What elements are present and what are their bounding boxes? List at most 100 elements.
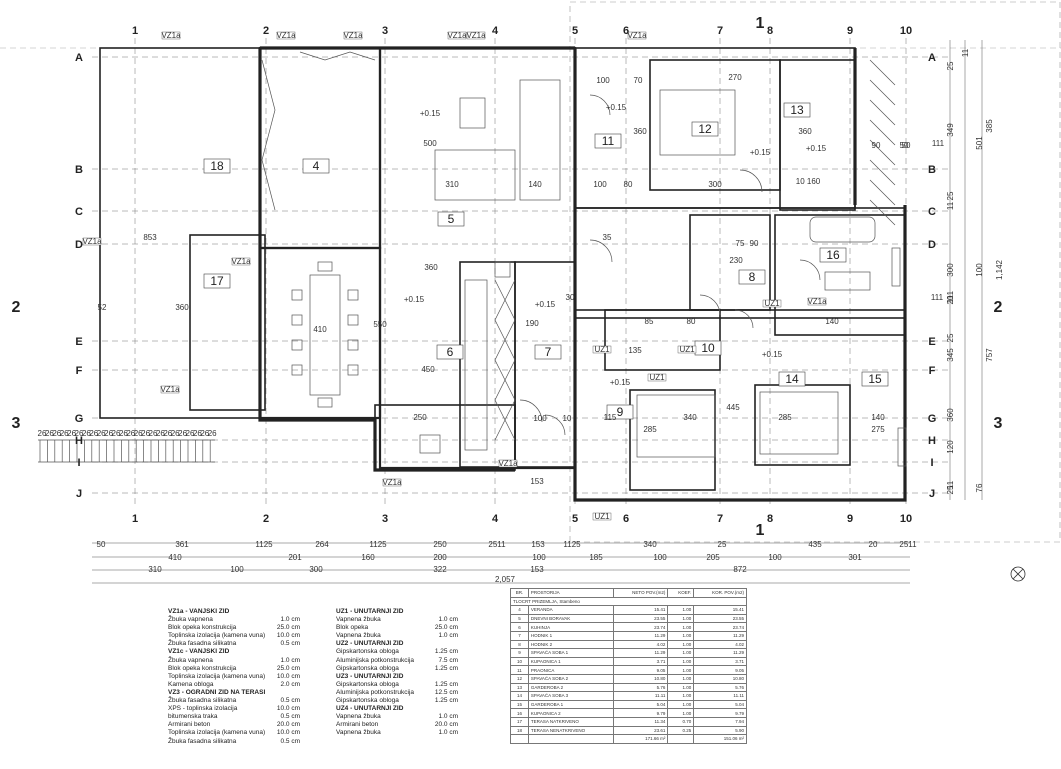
axis-label-left-A: A	[75, 52, 83, 64]
bottom-dimension: 435	[808, 540, 822, 549]
terrace-dimension: 26	[38, 429, 47, 438]
right-dimension: 11	[946, 201, 955, 210]
bottom-dimension: 264	[315, 540, 329, 549]
wall-type-tag: UZ1	[679, 345, 695, 354]
inner-dimension: 140	[528, 180, 542, 189]
axis-label-bottom-3: 3	[382, 513, 388, 525]
axis-label-left-D: D	[75, 239, 83, 251]
bottom-dimension: 410	[168, 553, 182, 562]
inner-dimension: 360	[798, 127, 812, 136]
axis-label-top-7: 7	[717, 25, 723, 37]
inner-dimension: 853	[143, 233, 157, 242]
inner-dimension: 90	[750, 239, 759, 248]
room-number-10: 10	[701, 341, 715, 355]
bottom-dimension: 322	[433, 565, 447, 574]
level-mark: +0.15	[750, 148, 771, 157]
right-dimension: 757	[985, 348, 994, 362]
right-dimension: 501	[975, 136, 984, 150]
inner-dimension: 445	[726, 403, 740, 412]
terrace-dimension: 26	[171, 429, 180, 438]
axis-label-bottom-2: 2	[263, 513, 269, 525]
inner-dimension: 80	[687, 317, 696, 326]
terrace-dimension: 26	[112, 429, 121, 438]
legend-heading: VZ1a - VANJSKI ZID	[168, 608, 230, 615]
wall-segment	[99, 47, 261, 419]
axis-label-bottom-10: 10	[900, 513, 912, 525]
axis-label-left-F: F	[76, 365, 83, 377]
bottom-dimension: 100	[532, 553, 546, 562]
axis-label-top-3: 3	[382, 25, 388, 37]
axis-label-right-G: G	[928, 413, 937, 425]
level-mark: +0.15	[762, 350, 783, 359]
inner-dimension: 360	[424, 263, 438, 272]
inner-dimension: 500	[423, 139, 437, 148]
axis-label-right-B: B	[928, 164, 936, 176]
inner-dimension: 70	[634, 76, 643, 85]
terrace-dimension: 26	[156, 429, 165, 438]
bottom-dimension: 50	[97, 540, 106, 549]
terrace-dimension: 26	[126, 429, 135, 438]
room-number-7: 7	[545, 345, 552, 359]
bottom-dimension: 1125	[563, 540, 581, 549]
level-mark: +0.15	[610, 378, 631, 387]
section-marker-end-1: 1	[756, 522, 765, 539]
right-dimension: 100	[975, 263, 984, 277]
level-mark: +0.15	[404, 295, 425, 304]
room-number-14: 14	[785, 372, 799, 386]
inner-dimension: 75	[736, 239, 745, 248]
side-dimension: 111	[931, 293, 944, 302]
axis-label-bottom-8: 8	[767, 513, 773, 525]
axis-label-left-C: C	[75, 206, 83, 218]
axis-label-bottom-6: 6	[623, 513, 629, 525]
terrace-dimension: 26	[75, 429, 84, 438]
room-number-8: 8	[749, 270, 756, 284]
furniture	[38, 31, 907, 521]
wall-type-tag: VZ1a	[276, 31, 296, 40]
wall-type-tag: VZ1a	[82, 237, 102, 246]
level-mark: +0.15	[420, 109, 441, 118]
section-marker-end-2: 2	[994, 299, 1003, 316]
wall-type-tag: UZ1	[594, 345, 610, 354]
inner-dimension: 270	[728, 73, 742, 82]
right-dimension: 20	[946, 295, 955, 304]
legend-heading: VZ3 - OGRADNI ZID NA TERASI	[168, 688, 266, 696]
bottom-dimension: 100	[230, 565, 244, 574]
bottom-dimension: 20	[869, 540, 878, 549]
terrace-dimension: 26	[89, 429, 98, 438]
wall-type-tag: VZ1a	[382, 478, 402, 487]
wall-segment	[779, 59, 856, 211]
terrace-dimension: 26	[60, 429, 69, 438]
inner-dimension: 275	[871, 425, 885, 434]
bottom-dimension: 2511	[899, 540, 917, 549]
inner-dimension: 52	[98, 303, 107, 312]
wall-type-tag: UZ1	[649, 373, 665, 382]
axis-label-top-8: 8	[767, 25, 773, 37]
inner-dimension: 230	[729, 256, 743, 265]
right-dimension: 300	[946, 263, 955, 277]
overall-length: 2,057	[495, 575, 516, 584]
inner-dimension: 340	[683, 413, 697, 422]
terrace-dimension: 26	[178, 429, 187, 438]
terrace-dimension: 26	[200, 429, 209, 438]
level-mark: +0.15	[535, 300, 556, 309]
bottom-dimension: 153	[531, 540, 545, 549]
axis-label-bottom-7: 7	[717, 513, 723, 525]
axis-label-top-6: 6	[623, 25, 629, 37]
inner-dimension: 550	[373, 320, 387, 329]
axis-label-top-5: 5	[572, 25, 578, 37]
